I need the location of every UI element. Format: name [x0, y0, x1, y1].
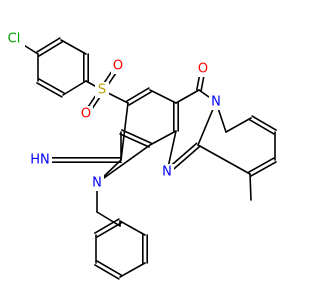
single-bond [96, 211, 121, 227]
atom-label-n-ring: N [90, 175, 104, 191]
double-bond [126, 87, 150, 102]
nitrogen-label: N [92, 176, 102, 191]
atom-label-o-sulfonyl-bottom: O [79, 106, 93, 122]
atom-label-n-bridge: N [160, 164, 174, 180]
single-bond [120, 102, 129, 161]
double-bond [94, 218, 120, 234]
double-bond [38, 78, 65, 94]
double-bond [119, 133, 150, 148]
oxygen-label: O [198, 62, 208, 77]
chemical-structure-diagram: Cl S O O O HN N N [3, 31, 277, 280]
double-bond [251, 115, 277, 131]
single-bond [249, 173, 252, 201]
atom-label-o-sulfonyl-top: O [111, 58, 125, 74]
single-bond [62, 80, 87, 96]
double-bond [94, 264, 120, 280]
atom-label-o-keto: O [196, 61, 210, 77]
double-bond [96, 222, 122, 238]
atom-labels: Cl S O O O HN N N [3, 31, 223, 191]
double-bond [38, 41, 63, 57]
single-bond [119, 262, 146, 278]
single-bond [197, 144, 251, 175]
double-bond [250, 161, 277, 177]
double-bond [121, 129, 152, 144]
oxygen-label: O [113, 59, 123, 74]
atom-label-n-pyridine: N [209, 94, 223, 110]
single-bond [60, 39, 87, 55]
imine-label: HN [30, 153, 50, 168]
double-bond [36, 82, 63, 98]
single-bond [149, 89, 177, 104]
atom-label-cl: Cl [3, 31, 25, 47]
single-bond [175, 89, 200, 104]
sulfur-label: S [98, 83, 106, 98]
bond-lines [13, 37, 277, 280]
chlorine-label: Cl [8, 32, 21, 47]
single-bond [225, 117, 252, 133]
single-bond [149, 130, 177, 146]
double-bond [128, 91, 152, 106]
atom-label-imine: HN [28, 152, 52, 168]
single-bond [96, 144, 151, 184]
double-bond [248, 157, 275, 173]
oxygen-label: O [81, 107, 91, 122]
single-bond [119, 220, 146, 236]
atom-label-s: S [95, 82, 109, 98]
nitrogen-label: N [162, 165, 172, 180]
double-bond [249, 119, 275, 135]
double-bond [36, 37, 61, 53]
nitrogen-label: N [211, 95, 221, 110]
double-bond [96, 260, 122, 276]
